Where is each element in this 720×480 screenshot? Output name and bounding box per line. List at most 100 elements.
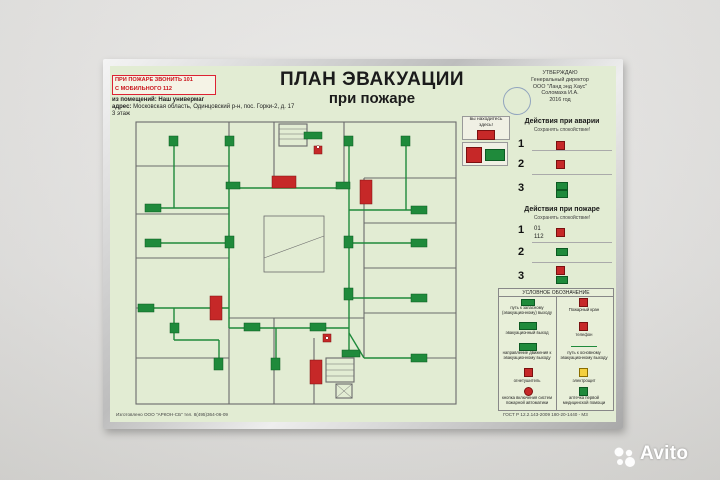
fire-step-number: 1 <box>518 224 525 236</box>
direction-arrow-icon <box>519 343 537 351</box>
divider <box>532 242 612 243</box>
fire-instructions: 01 112 <box>532 226 612 286</box>
arrow-sign-icon <box>335 181 351 190</box>
fire-step-number: 3 <box>518 270 525 282</box>
divider <box>556 296 557 410</box>
legend-item: путь к основному эвакуационному выходу <box>560 350 608 360</box>
fire-hydrant-icon <box>271 175 297 189</box>
fire-hydrant-icon <box>359 179 373 205</box>
phone-icon <box>579 322 588 331</box>
divider <box>532 262 612 263</box>
legend-item: эвакуационный выход <box>505 330 549 335</box>
arrow-sign-icon <box>270 357 281 371</box>
arrow-signs <box>137 131 428 371</box>
arrow-sign-icon <box>400 135 411 147</box>
approve-line: Соломаха И.А. <box>541 90 579 97</box>
first-aid-kit-icon <box>579 387 588 396</box>
location-marker-icon <box>466 147 482 163</box>
arrow-sign-icon <box>343 135 354 147</box>
approve-line: ООО "Ланд энд Хаус" <box>532 83 588 90</box>
evacuation-routes <box>154 140 419 370</box>
fire-call-line-2: С МОБИЛЬНОГО 112 <box>115 86 173 92</box>
arrow-sign-icon <box>137 303 155 313</box>
phone-icon <box>556 228 565 237</box>
fire-step-number: 2 <box>518 246 525 258</box>
arrow-sign-icon <box>343 235 354 249</box>
legend-item: Пожарный кран <box>568 307 600 312</box>
exit-sign-icon <box>341 349 361 358</box>
exit-sign-icon <box>485 149 505 161</box>
legend-item: аптечка первой медицинской помощи <box>562 395 606 405</box>
exit-sign-icon <box>303 131 323 140</box>
approval-block: УТВЕРЖДАЮ Генеральный директор ООО "Ланд… <box>508 70 612 104</box>
main-exit-route-icon <box>571 346 597 347</box>
accident-step-number: 1 <box>518 138 525 150</box>
arrow-sign-icon <box>343 287 354 301</box>
gost-note: ГОСТ Р 12.2.143-2009 180-20-1440 - М3 <box>503 412 588 417</box>
arrow-sign-icon <box>410 205 428 215</box>
spare-exit-route-icon <box>521 299 535 306</box>
exit-sign-icon <box>556 248 568 256</box>
arrow-sign-icon <box>243 322 261 332</box>
legend-item: телефон <box>575 332 593 337</box>
arrow-sign-icon <box>224 235 235 249</box>
legend-item: путь к запасному (эвакуационному) выходу <box>502 305 552 315</box>
arrow-sign-icon <box>410 293 428 303</box>
premise-line: из помещений: Наш универмаг <box>112 97 204 104</box>
evacuation-plan-poster: ПРИ ПОЖАРЕ ЗВОНИТЬ 101 С МОБИЛЬНОГО 112 … <box>110 66 616 422</box>
poster-subtitle: при пожаре <box>328 90 416 107</box>
fire-extinguisher-icon <box>556 266 565 275</box>
arrow-sign-icon <box>410 238 428 248</box>
arrow-sign-icon <box>224 135 235 147</box>
accident-title: Действия при аварии <box>524 118 600 125</box>
exit-sign-icon <box>556 182 568 190</box>
accident-instructions <box>532 138 612 200</box>
fire-hydrant-icon <box>309 359 323 385</box>
legend-item: огнетушитель <box>513 378 541 383</box>
stamp-seal-icon <box>503 87 531 115</box>
fire-hydrant-icon <box>209 295 223 321</box>
legend-item: электрощит <box>572 378 596 383</box>
premise-label: из помещений: <box>112 97 157 103</box>
fire-equipment <box>209 145 373 385</box>
floor-plan <box>135 121 457 405</box>
arrow-sign-icon <box>144 203 162 213</box>
address-line: адрес: Московская область, Одинцовский р… <box>112 104 294 111</box>
accident-step-number: 3 <box>518 182 525 194</box>
fire-extinguisher-icon <box>524 368 533 377</box>
fire-call-note: ПРИ ПОЖАРЕ ЗВОНИТЬ 101 С МОБИЛЬНОГО 112 <box>112 75 216 95</box>
arrow-sign-icon <box>410 353 428 363</box>
approve-line: УТВЕРЖДАЮ <box>542 70 578 76</box>
you-are-here-label: вы находитесь здесь! <box>469 117 503 128</box>
address-label: адрес: <box>112 104 132 110</box>
approve-line: 2016 год <box>549 97 571 104</box>
accident-step-number: 2 <box>518 158 525 170</box>
floor-label: 3 этаж <box>112 111 130 117</box>
arrow-sign-icon <box>225 181 241 190</box>
divider <box>532 150 612 151</box>
arrow-sign-icon <box>309 322 327 332</box>
avito-watermark: Avito <box>640 443 689 464</box>
arrow-sign-icon <box>213 357 224 371</box>
legend-item: направление движения к эвакуационному вы… <box>502 350 552 360</box>
fire-alarm-button-icon <box>524 387 533 396</box>
address-value: Московская область, Одинцовский р-н, пос… <box>133 104 295 110</box>
exit-sign-icon <box>556 276 568 284</box>
you-are-here-box: вы находитесь здесь! <box>462 116 510 140</box>
divider <box>532 174 612 175</box>
fire-hydrant-icon <box>579 298 588 307</box>
approve-line: Генеральный директор <box>531 76 589 83</box>
electrical-panel-icon <box>579 368 588 377</box>
exit-sign-icon <box>519 322 537 330</box>
fire-phone-112: 112 <box>534 234 544 240</box>
avito-logo-icon <box>614 447 635 467</box>
fire-call-line-1: ПРИ ПОЖАРЕ ЗВОНИТЬ 101 <box>115 77 193 83</box>
phone-icon <box>556 141 565 150</box>
fire-alarm-button-icon <box>325 336 329 340</box>
fire-actions-subtitle: Сохранять спокойствие! <box>533 215 591 221</box>
here-symbol-box <box>462 142 508 166</box>
premise-value: Наш универмаг <box>158 97 205 103</box>
fire-phone-01: 01 <box>534 226 541 232</box>
fire-alarm-button-icon <box>316 145 320 149</box>
arrow-sign-icon <box>169 322 180 334</box>
